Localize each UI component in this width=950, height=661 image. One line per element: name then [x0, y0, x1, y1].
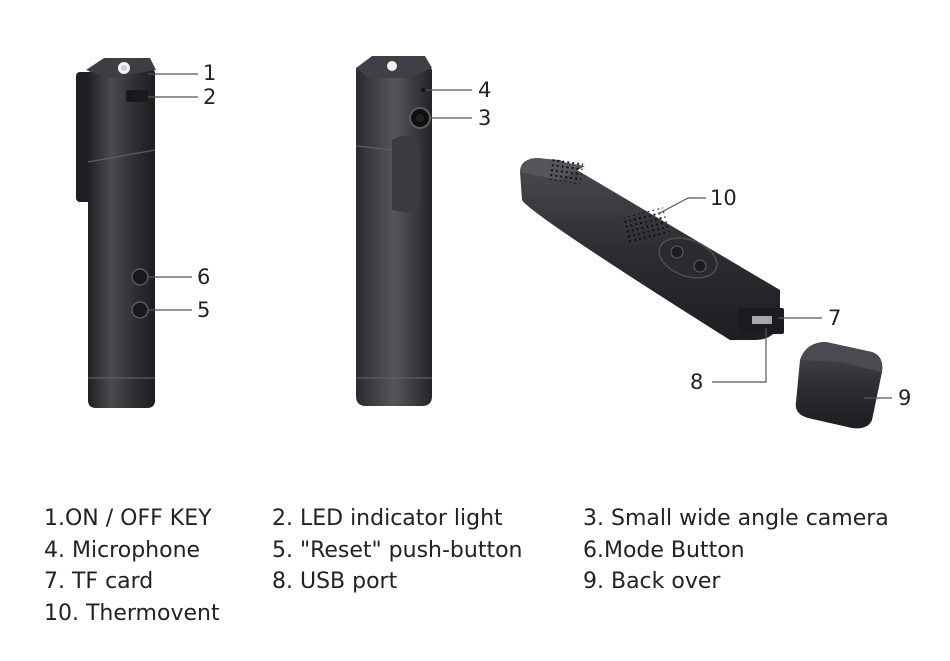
legend-item-4: 4. Microphone	[44, 538, 201, 563]
usb-port-icon	[752, 316, 772, 324]
legend-item-7: 7. TF card	[44, 569, 154, 594]
product-diagram: 1 2 6 5 4 3 10 7 8 9	[76, 56, 912, 429]
callout-4: 4	[478, 78, 492, 102]
legend-item-2: 2. LED indicator light	[272, 506, 503, 531]
callout-10: 10	[710, 186, 737, 210]
thermovent-icon	[622, 207, 670, 245]
legend-item-10: 10. Thermovent	[44, 601, 220, 626]
mode-button-icon	[131, 268, 149, 286]
callout-5: 5	[197, 298, 211, 322]
device-body	[88, 62, 155, 408]
device-angled-view	[520, 157, 822, 383]
callout-7: 7	[828, 306, 842, 330]
legend-item-1: 1.ON / OFF KEY	[44, 506, 212, 531]
callout-1: 1	[203, 61, 217, 85]
legend-item-6: 6.Mode Button	[583, 538, 745, 563]
callout-9: 9	[898, 386, 912, 410]
top-vent-icon	[546, 157, 584, 185]
device-side-view	[355, 56, 472, 406]
callout-2: 2	[203, 85, 217, 109]
device-body	[520, 158, 780, 340]
clip	[392, 136, 420, 213]
legend-item-3: 3. Small wide angle camera	[583, 506, 889, 531]
back-cover	[795, 342, 892, 429]
legend-item-8: 8. USB port	[272, 569, 398, 594]
callout-3: 3	[478, 106, 492, 130]
device-front-view	[76, 58, 198, 408]
legend-item-5: 5. "Reset" push-button	[272, 538, 523, 563]
legend-item-9: 9. Back over	[583, 569, 721, 594]
microphone-icon	[421, 88, 425, 92]
callout-8: 8	[690, 370, 704, 394]
reset-button-icon	[131, 301, 149, 319]
parts-legend: 1.ON / OFF KEY 2. LED indicator light 3.…	[0, 500, 950, 650]
callout-6: 6	[197, 265, 211, 289]
led-indicator-icon	[126, 90, 148, 102]
device-illustration	[76, 56, 892, 429]
